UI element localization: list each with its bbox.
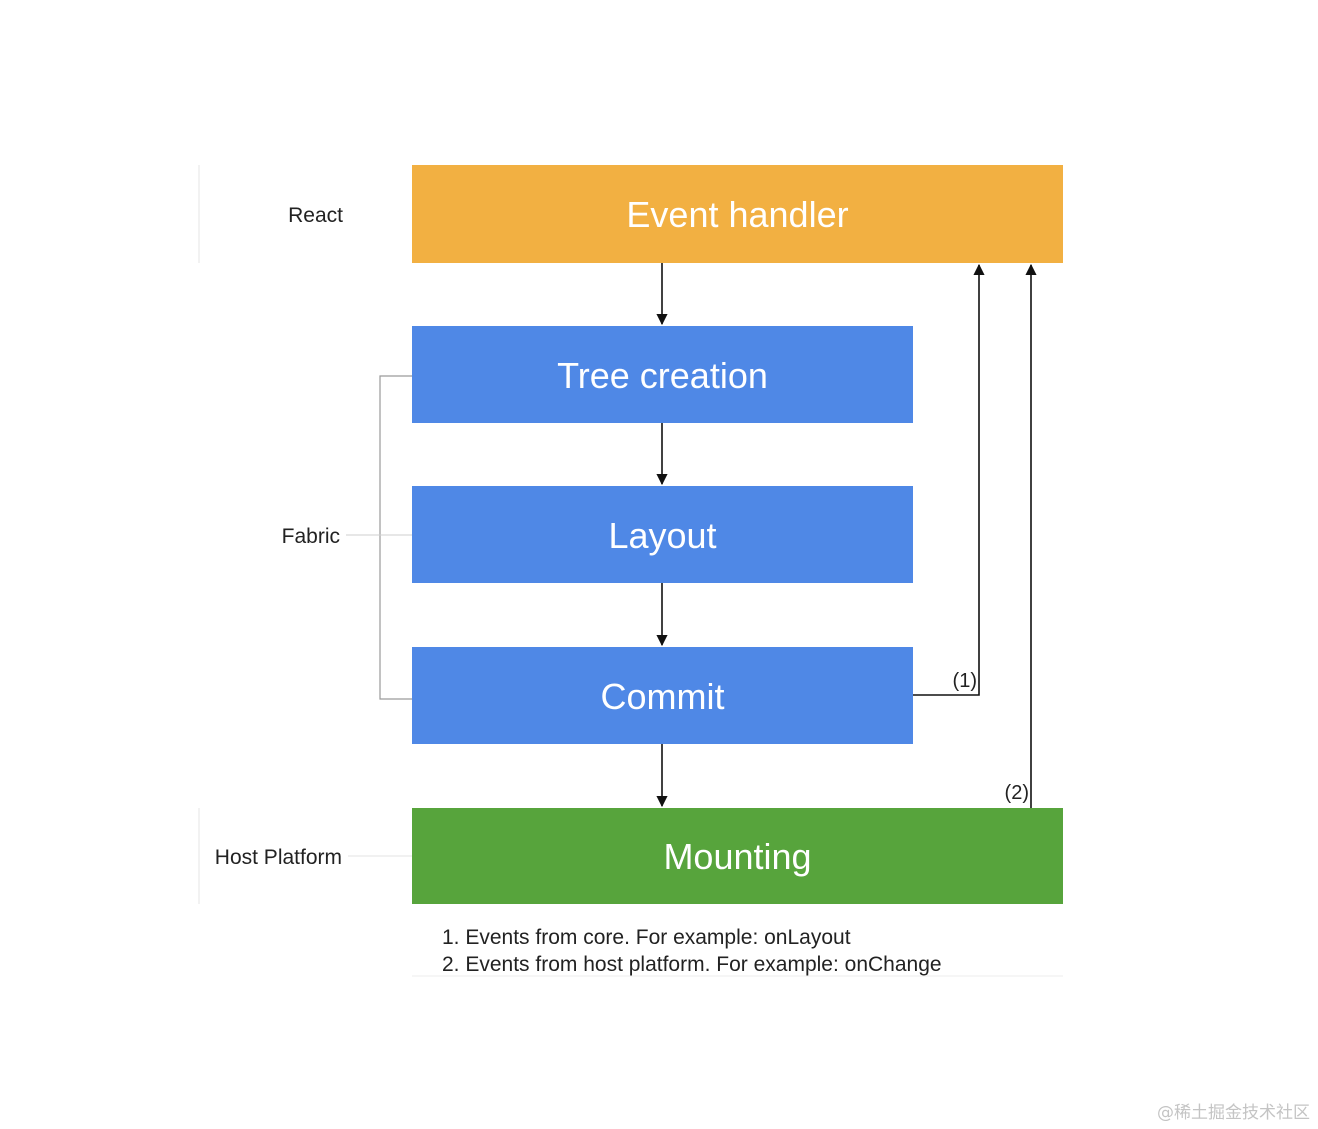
event-handler-box (412, 165, 1063, 263)
tree-creation-box (412, 326, 913, 423)
watermark-text: @稀土掘金技术社区 (1157, 1103, 1310, 1123)
layer-label-fabric: Fabric (282, 525, 340, 548)
node-tree-creation: Tree creation (412, 326, 913, 423)
fabric-bracket (379, 375, 412, 700)
layer-label-host-platform: Host Platform (215, 846, 342, 869)
layer-label-react: React (288, 204, 343, 227)
arrow-commit-to-event-handler (913, 263, 985, 696)
layout-label: Layout (608, 515, 716, 556)
mounting-box (412, 808, 1063, 904)
commit-box (412, 647, 913, 744)
tree-creation-label: Tree creation (557, 355, 768, 396)
node-event-handler: Event handler (412, 165, 1063, 263)
event-handler-label: Event handler (626, 194, 848, 235)
note-core-events: 1. Events from core. For example: onLayo… (442, 926, 851, 949)
mounting-label: Mounting (663, 836, 811, 877)
node-layout: Layout (412, 486, 913, 583)
layout-box (412, 486, 913, 583)
note-host-events: 2. Events from host platform. For exampl… (442, 953, 942, 976)
node-commit: Commit (412, 647, 913, 744)
commit-label: Commit (601, 676, 725, 717)
edge-label-host-events: (2) (1005, 782, 1029, 804)
edge-label-core-events: (1) (953, 670, 977, 692)
node-mounting: Mounting (412, 808, 1063, 904)
